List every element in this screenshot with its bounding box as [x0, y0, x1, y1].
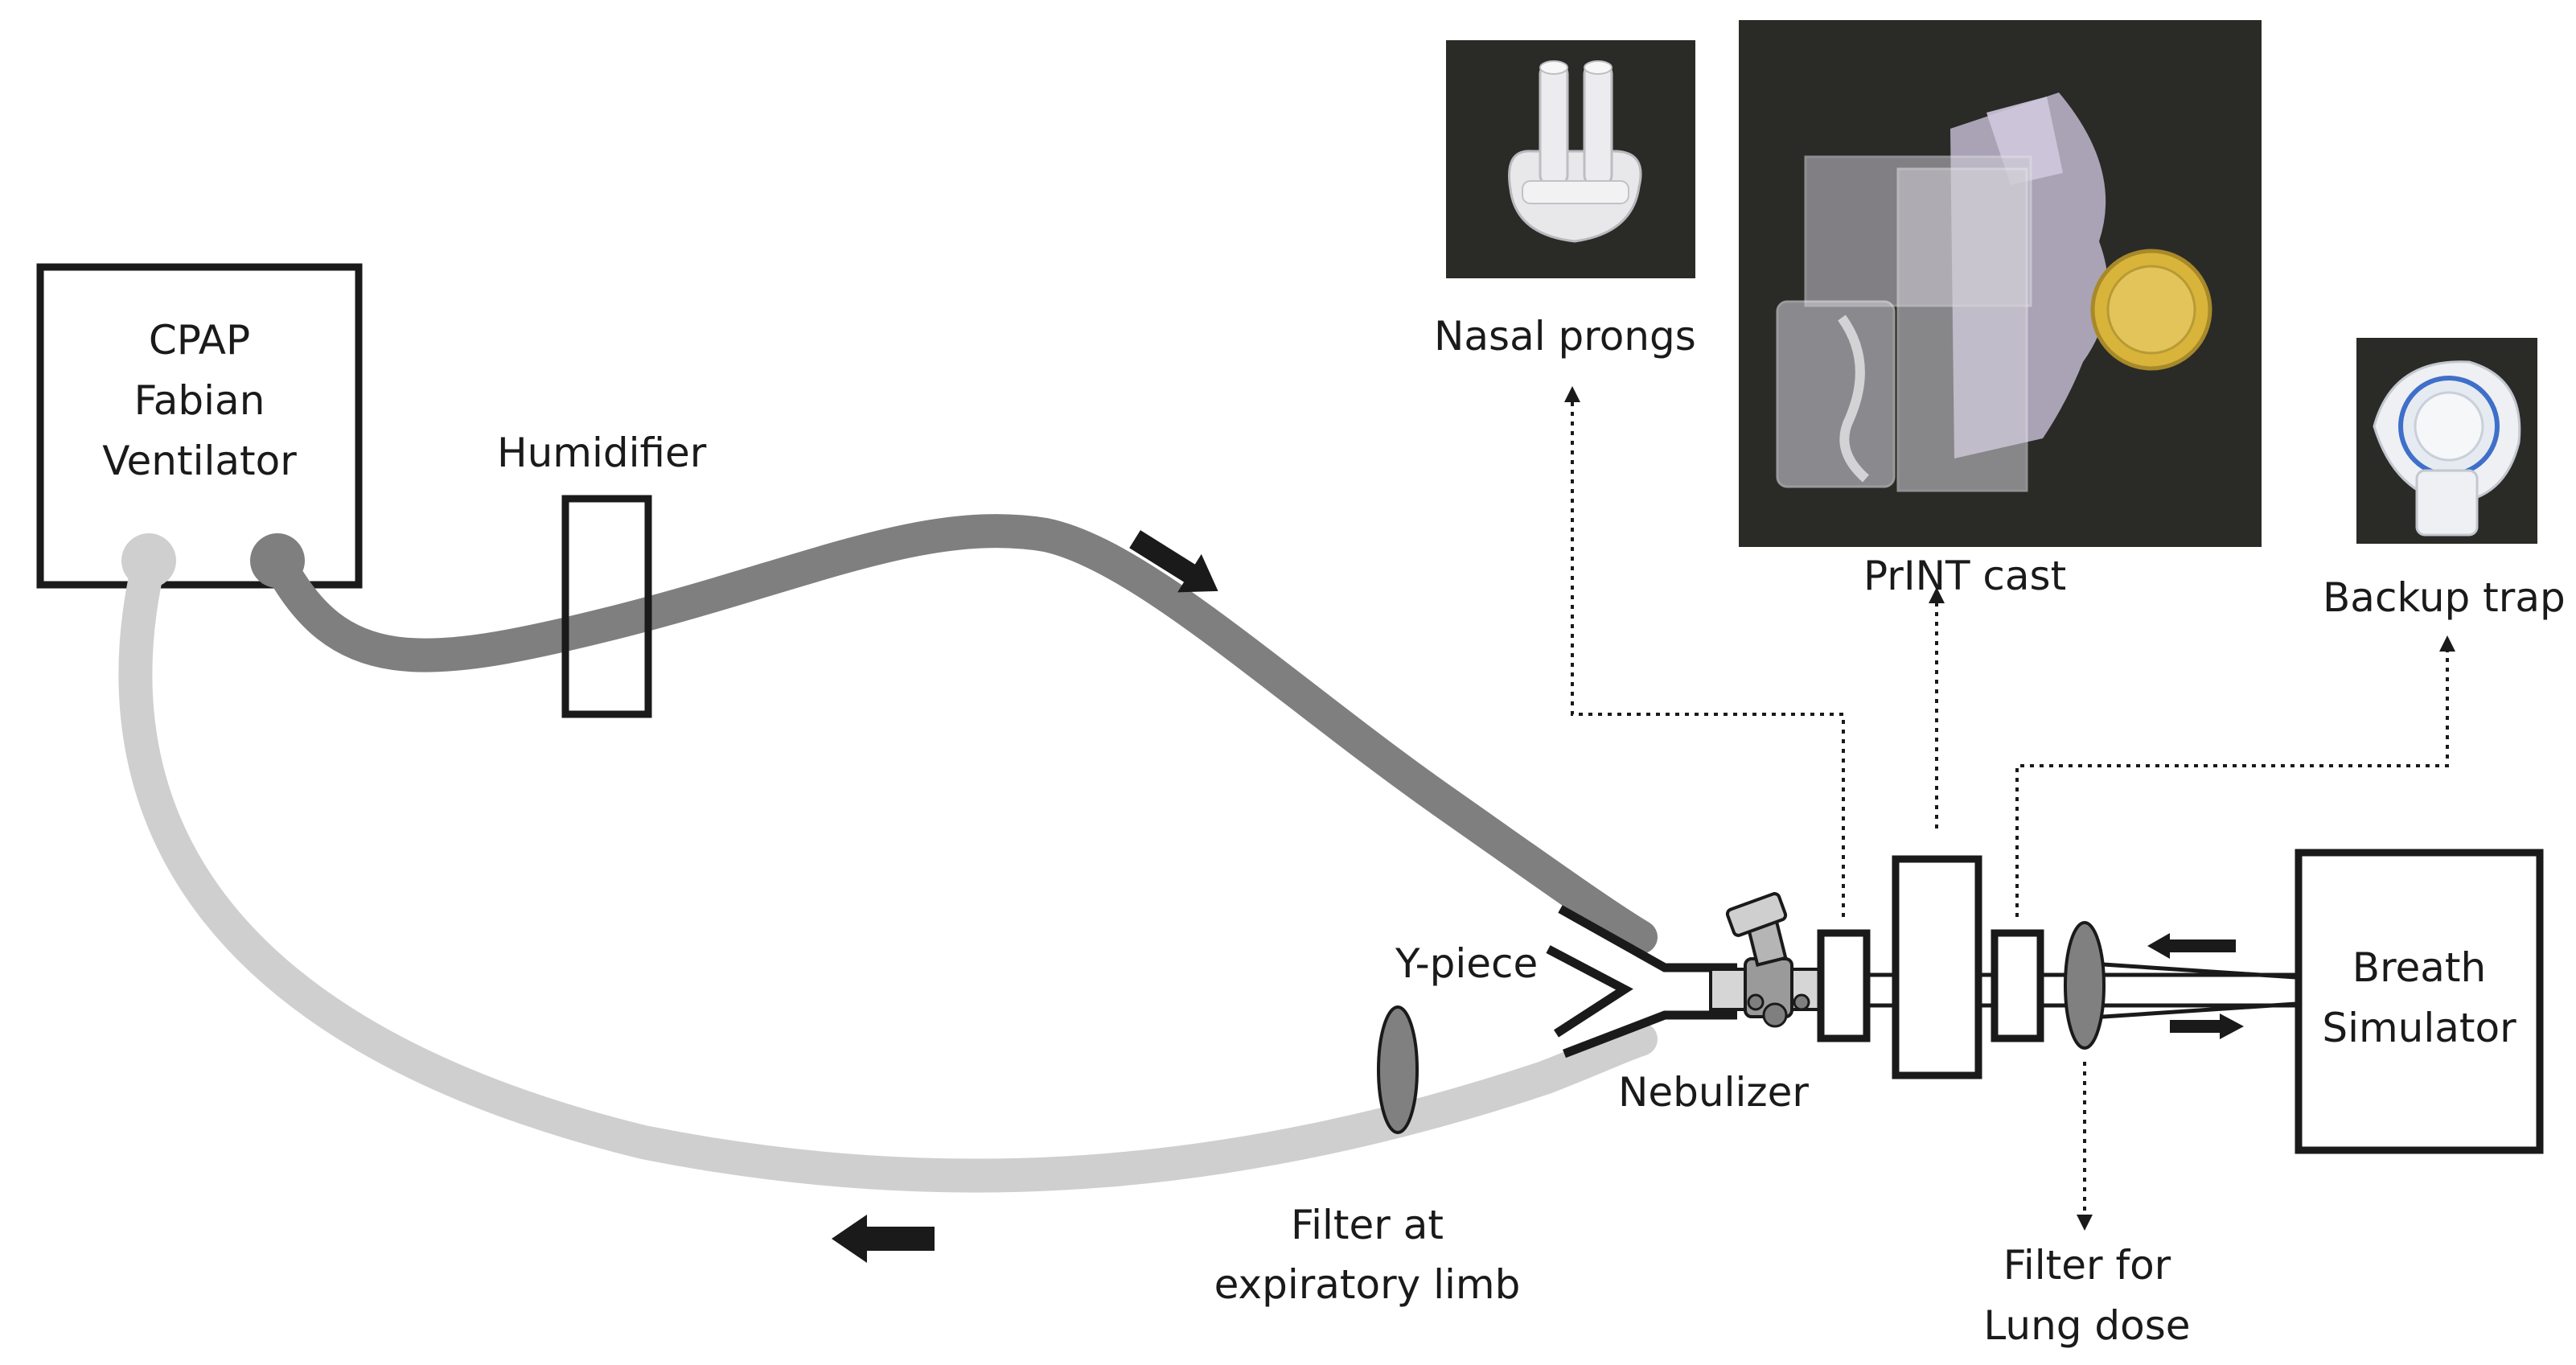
inspiratory-tube	[261, 514, 1658, 954]
breath-simulator-label-line-2: Simulator	[2322, 1005, 2516, 1051]
cpap-ventilator: CPAP Fabian Ventilator	[36, 263, 363, 589]
filter-expiratory-limb	[1377, 1005, 1419, 1134]
print-cast-label: PrINT cast	[1863, 553, 2066, 599]
backup-trap-component	[1991, 929, 2044, 1042]
simulator-line-lower	[2090, 1001, 2297, 1020]
ventilator-label-line-3: Ventilator	[102, 438, 297, 484]
filter-expiratory-label-line-2: expiratory limb	[1214, 1261, 1521, 1308]
simulator-flow-arrow-left-icon	[2147, 933, 2236, 959]
ventilator-label-line-2: Fabian	[134, 377, 265, 424]
backup-trap-photo	[2356, 338, 2537, 544]
y-piece-label: Y-piece	[1395, 940, 1538, 987]
filter-lung-label-line-2: Lung dose	[1983, 1302, 2190, 1349]
nebulizer-label: Nebulizer	[1618, 1069, 1809, 1116]
filter-expiratory-label-line-1: Filter at	[1291, 1202, 1444, 1248]
simulator-flow-arrow-right-icon	[2170, 1013, 2244, 1039]
expiratory-tube	[118, 546, 1658, 1193]
print-cast-photo	[1739, 20, 2262, 547]
humidifier: Humidifier	[497, 430, 707, 718]
ventilator-label-line-1: CPAP	[149, 317, 250, 364]
expiratory-port	[121, 533, 176, 588]
inspiratory-flow-arrow-icon	[1129, 530, 1218, 593]
nasal-prongs-leader	[1564, 386, 1845, 917]
print-cast-component	[1892, 855, 1982, 1079]
filter-lung-label-line-1: Filter for	[2003, 1242, 2171, 1289]
filter-lung-dose	[2064, 921, 2106, 1050]
breath-simulator-label-line-1: Breath	[2352, 944, 2486, 991]
simulator-line-upper	[2090, 961, 2297, 980]
nebulizer-icon	[1709, 892, 1825, 1028]
nasal-prongs-label: Nasal prongs	[1434, 313, 1696, 360]
humidifier-label: Humidifier	[497, 430, 707, 476]
expiratory-flow-arrow-icon	[832, 1215, 935, 1263]
nasal-prongs-photo	[1446, 40, 1695, 278]
backup-trap-label: Backup trap	[2323, 574, 2566, 621]
inspiratory-port	[250, 533, 305, 588]
nasal-prongs-component	[1817, 929, 1871, 1042]
breath-simulator: Breath Simulator	[2295, 849, 2544, 1154]
